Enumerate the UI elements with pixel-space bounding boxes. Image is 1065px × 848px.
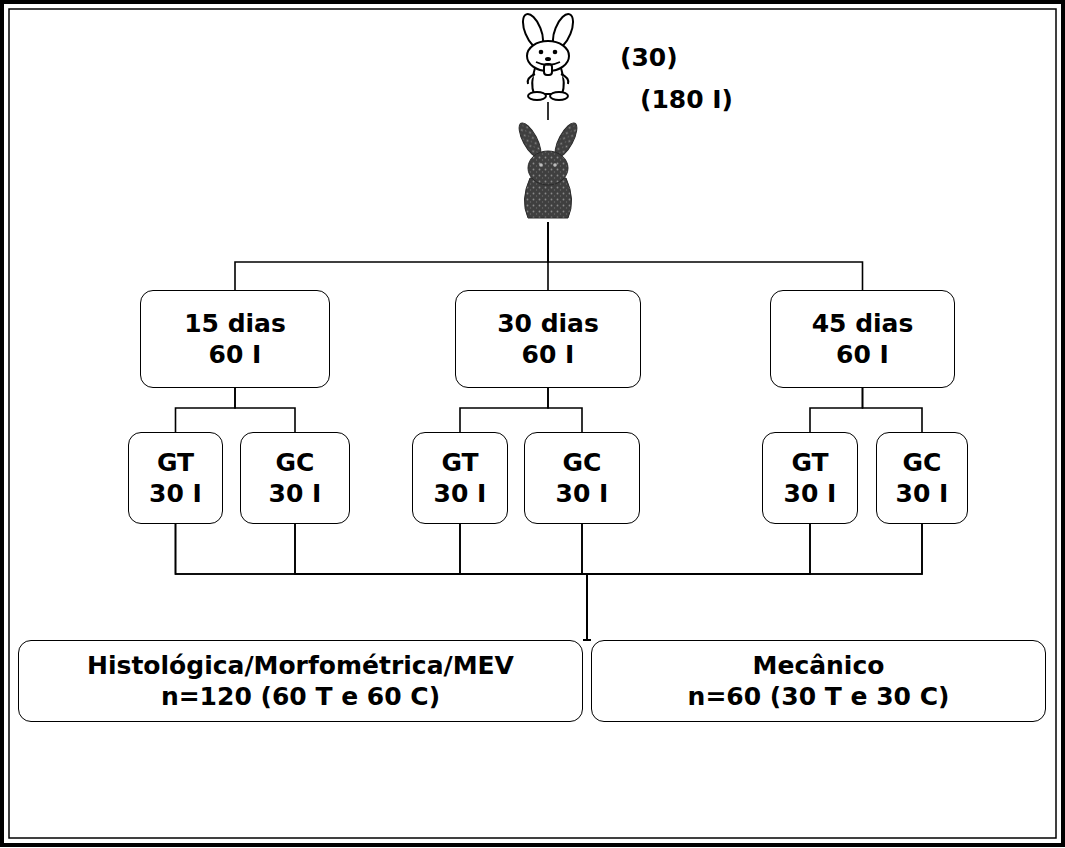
box-text: 30 I (269, 478, 322, 509)
group-box: GT30 I (762, 432, 858, 524)
box-text: GT (157, 447, 194, 478)
box-text: 30 I (434, 478, 487, 509)
inner-frame (9, 9, 1056, 838)
connector-line (547, 102, 549, 120)
box-text: GC (563, 447, 602, 478)
box-text: 30 I (784, 478, 837, 509)
box-text: 30 I (556, 478, 609, 509)
connector-line (295, 524, 587, 640)
box-text: GT (441, 447, 478, 478)
rabbit-node: (30) (508, 12, 588, 102)
connector-line (583, 524, 810, 640)
group-box: GT30 I (412, 432, 508, 524)
period-box: 30 dias60 I (455, 290, 641, 388)
rabbit-illustration (508, 12, 588, 102)
group-box: GC30 I (876, 432, 968, 524)
box-text: 60 I (209, 339, 262, 370)
box-text: n=60 (30 T e 30 C) (688, 681, 950, 712)
connector-line (460, 388, 548, 432)
connector-line (295, 524, 591, 640)
group-box: GC30 I (240, 432, 350, 524)
box-text: Histológica/Morfométrica/MEV (87, 650, 514, 681)
connector-line (587, 524, 810, 640)
box-text: 30 dias (497, 308, 599, 339)
box-text: n=120 (60 T e 60 C) (161, 681, 440, 712)
box-text: 45 dias (812, 308, 914, 339)
connector-line (863, 388, 923, 432)
group-box: GC30 I (524, 432, 640, 524)
box-text: 60 I (522, 339, 575, 370)
connector-line (548, 388, 582, 432)
connector-line (176, 524, 592, 640)
box-text: 30 I (149, 478, 202, 509)
rabbit-node: (180 I) (508, 120, 588, 222)
connector-line (460, 524, 591, 640)
rabbit-illustration (508, 120, 588, 222)
box-text: 30 I (896, 478, 949, 509)
connector-line (583, 524, 922, 640)
box-text: 60 I (836, 339, 889, 370)
connector-line (235, 388, 295, 432)
analysis-box: Mecânicon=60 (30 T e 30 C) (591, 640, 1046, 722)
period-box: 45 dias60 I (770, 290, 955, 388)
box-text: GC (903, 447, 942, 478)
connector-line (460, 524, 587, 640)
box-text: GC (276, 447, 315, 478)
connector-line (810, 388, 863, 432)
connector-line (176, 388, 236, 432)
count-label: (180 I) (640, 84, 733, 115)
count-label: (30) (620, 42, 678, 73)
period-box: 15 dias60 I (140, 290, 330, 388)
box-text: GT (791, 447, 828, 478)
group-box: GT30 I (128, 432, 223, 524)
connector-line (176, 524, 588, 640)
box-text: 15 dias (184, 308, 286, 339)
analysis-box: Histológica/Morfométrica/MEVn=120 (60 T … (18, 640, 583, 722)
connector-line (587, 524, 922, 640)
connector-line (235, 222, 548, 290)
connector-line (548, 222, 863, 290)
box-text: Mecânico (753, 650, 885, 681)
